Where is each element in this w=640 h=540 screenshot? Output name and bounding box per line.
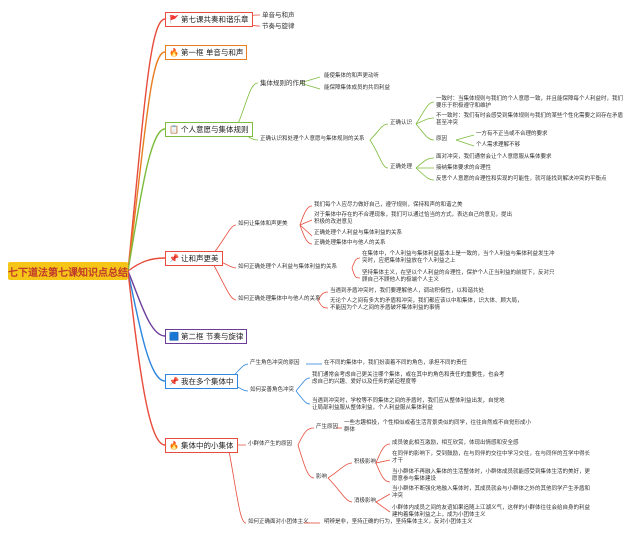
topic-label: 第七课共奏和谐乐章 (181, 15, 249, 24)
topic-node-5[interactable]: 🟦 第二框 节奏与旋律 (165, 329, 248, 344)
node-t1b: 节奏与旋律 (262, 22, 295, 30)
topic-node-4[interactable]: 📌 让和声更美 (165, 251, 223, 266)
node-m2b: 当遇到冲突时，学校等不同集体之间的矛盾时，我们应从整体利益出发，自觉地让局部利益… (312, 398, 505, 411)
checklist-icon: 📋 (169, 125, 179, 134)
node-h2: 如何正确处理个人利益与集体利益的关系 (238, 264, 338, 270)
node-g1b: 能保障集体成员的共同利益 (324, 85, 391, 91)
topic-node-1[interactable]: 🚩 第七课共奏和谐乐章 (165, 12, 253, 27)
node-h2b: 坚持集体主义，在坚以个人利益的合理性，保护个人正当利益的前提下，反对只顾自己不顾… (362, 270, 555, 283)
topic-label: 第一框 单音与和声 (181, 48, 244, 57)
node-g2b3: 反思个人意愿的合理性和实现的可能性，就可能找到解决冲突的平衡点 (436, 176, 607, 182)
node-s1b: 影响 (316, 474, 328, 480)
fire-icon: 🔥 (169, 48, 179, 57)
blue-square-icon: 🟦 (169, 332, 179, 341)
node-s1a: 产生原因 (316, 424, 339, 430)
node-g2b1: 面对冲突，我们通常会让个人意愿服从集体要求 (436, 154, 552, 160)
node-g2a: 正确认识 (390, 120, 413, 126)
node-g2a3: 原因 (436, 136, 448, 142)
root-node: 七下道法第七课知识点总结 (8, 262, 128, 280)
node-m2a: 我们通常会考虑自己更关注哪个集体，或在其中的角色和责任的重要性，也会考虑自己的兴… (312, 372, 505, 385)
topic-label: 第二框 节奏与旋律 (181, 332, 244, 341)
node-g2a3a: 一方有不正当或不合理的要求 (476, 131, 548, 137)
node-m2: 如何妥善角色冲突 (250, 387, 295, 393)
node-s1b1b: 在同伴的影响下，受到鼓励，在与同伴的交往中学习交往，在与同伴的互学中得长才干 (392, 451, 591, 464)
pin-icon: 📌 (169, 377, 179, 386)
node-s1b1: 积极影响 (354, 459, 377, 465)
node-g2a1: 一致时：当集体规则与我们的个人意愿一致，并且能保障每个人利益时，我们要乐于积极遵… (436, 96, 624, 109)
node-s1a1: 一些志趣相投，个性相似或者生活背景类似的同学，往往自然成不自觉形成小群体 (344, 420, 532, 433)
node-s1: 小群体产生的原因 (248, 441, 293, 447)
node-s2: 如何正确面对小团体主义 (248, 519, 309, 525)
red-flag-icon: 🚩 (169, 15, 179, 24)
fire-icon: 🔥 (169, 441, 179, 450)
node-h3: 如何正确处理集体中与他人的关系 (238, 296, 321, 302)
topic-node-7[interactable]: 🔥 集体中的小集体 (165, 438, 238, 453)
node-g2: 正确认识和处理个人意愿与集体规则的关系 (260, 136, 365, 142)
topic-label: 集体中的小集体 (181, 441, 234, 450)
node-g2b2: 接纳集体要求的合理性 (436, 165, 492, 171)
topic-label: 我在多个集体中 (181, 377, 234, 386)
node-g2b: 正确处理 (390, 164, 413, 170)
node-h1d: 正确处理集体中与他人的关系 (314, 240, 386, 246)
node-g2a2: 不一致时：我们有时会感受到集体规则与我们的某些个性化需要之间存在矛盾甚至冲突 (436, 113, 624, 126)
node-h3a: 当遇到矛盾冲突时，我们要理解他人，调动积极性，以和谐共处 (330, 288, 485, 294)
topic-node-3[interactable]: 📋 个人意愿与集体规则 (165, 122, 253, 137)
node-s1b2b: 小群体内成员之间的友谊如果追随上江湖义气，这样的小群体往往会给自身的利益建构着集… (392, 505, 591, 518)
pin-icon: 📌 (169, 254, 179, 263)
node-m1a: 在不同的集体中，我们扮演着不同的角色，承担不同的责任 (324, 360, 468, 366)
node-s1b1c: 当小群体不再融入集体的生活整体时，小群体成员就能感受到集体生活的美好，更愿意参与… (392, 469, 591, 482)
node-g1: 集体规则的作用 (260, 79, 306, 87)
node-h2a: 在集体中，个人利益与集体利益基本上是一致的，当个人利益与集体利益发生冲突时，应把… (362, 251, 555, 264)
node-s1b2a: 当小群体不断强化地融入集体时，其成员就会与小群体之外的其他同学产生矛盾和冲突 (392, 486, 591, 499)
node-h3b: 无论个人之间有多大的矛盾和冲突，我们都应该以中和集体，识大体、顾大局，不能因为个… (330, 298, 523, 311)
node-t1a: 单音与和声 (262, 11, 295, 19)
node-h1: 如何让集体和声更美 (238, 221, 288, 227)
node-g2a3b: 个人需求理解不够 (476, 142, 521, 148)
topic-node-6[interactable]: 📌 我在多个集体中 (165, 374, 238, 389)
node-s2a: 明辨是非，坚持正确的行为，坚持集体主义，反对小团体主义 (324, 519, 473, 525)
topic-label: 个人意愿与集体规则 (181, 125, 249, 134)
node-h1b: 对于集体中存在的不合理现象，我们可以通过恰当的方式，表达自己的意见，提出积极的改… (314, 212, 513, 225)
node-s1b2: 消极影响 (354, 498, 377, 504)
topic-label: 让和声更美 (181, 254, 219, 263)
node-m1: 产生角色冲突的原因 (250, 360, 300, 366)
node-h1a: 我们每个人应尽力做好自己，遵守规则，保持和声的和谐之美 (314, 202, 463, 208)
topic-node-2[interactable]: 🔥 第一框 单音与和声 (165, 45, 248, 60)
node-g1a: 能使集体的和声更动听 (324, 73, 380, 79)
node-h1c: 正确处理个人利益与集体利益的关系 (314, 230, 403, 236)
node-s1b1a: 成员彼此相互激励，相互欣赏，体现出情感和安全感 (392, 440, 519, 446)
